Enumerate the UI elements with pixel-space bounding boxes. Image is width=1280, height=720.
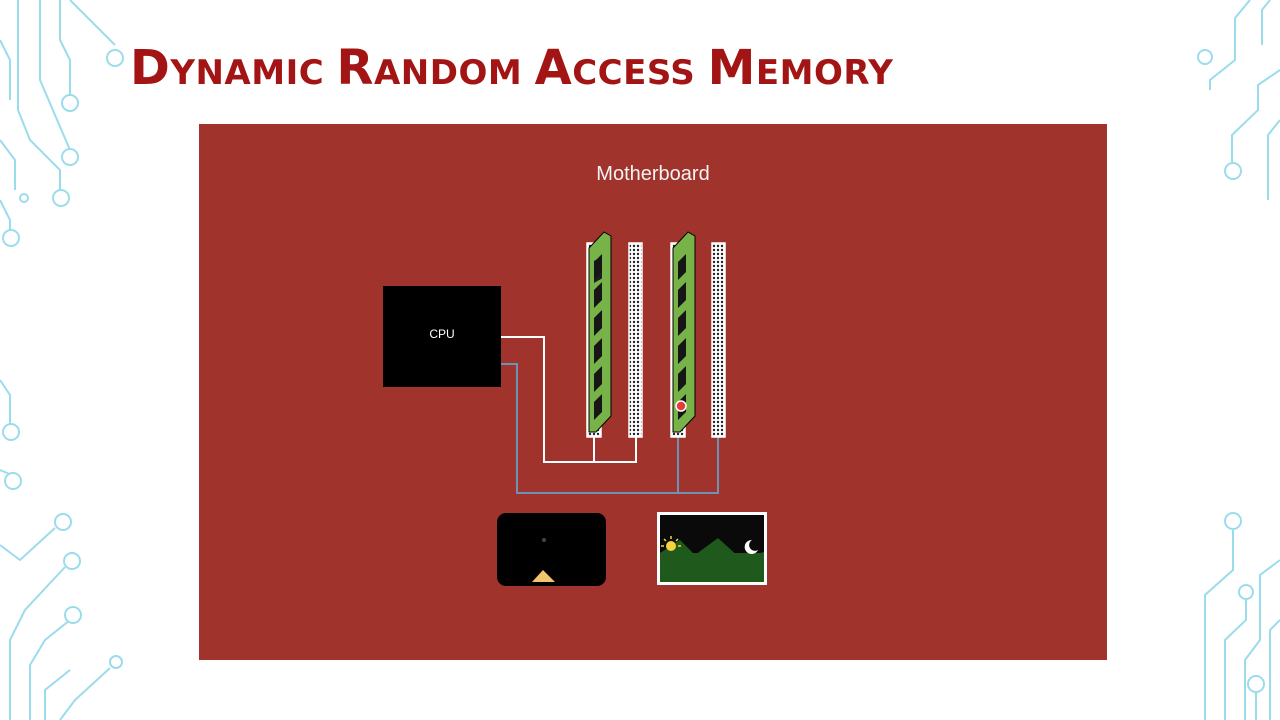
game-screen — [497, 513, 606, 586]
title-initial: R — [336, 40, 374, 96]
blue-bus-line — [501, 363, 719, 494]
title-initial: D — [130, 40, 171, 96]
slide-title: DYNAMIC RANDOM ACCESS MEMORY — [130, 40, 893, 101]
sun-icon — [666, 541, 676, 551]
moon-icon — [744, 539, 758, 554]
title-word: CCESS — [572, 53, 696, 93]
title-initial: M — [707, 40, 756, 96]
cpu-label: CPU — [429, 327, 455, 341]
ram-chips — [594, 254, 602, 420]
landscape-picture — [657, 512, 767, 585]
title-word: EMORY — [755, 53, 894, 93]
ram-chips — [678, 254, 686, 420]
cpu-chip — [383, 286, 501, 387]
memory-slot — [670, 231, 696, 438]
memory-slot — [628, 242, 643, 438]
title-initial: A — [534, 40, 573, 96]
motherboard — [199, 124, 1107, 660]
memory-slot — [586, 231, 612, 438]
cursor-highlight — [675, 400, 687, 412]
title-word: YNAMIC — [170, 53, 325, 93]
white-bus-line — [501, 336, 637, 463]
title-word: ANDOM — [373, 53, 523, 93]
memory-slot — [711, 242, 726, 438]
